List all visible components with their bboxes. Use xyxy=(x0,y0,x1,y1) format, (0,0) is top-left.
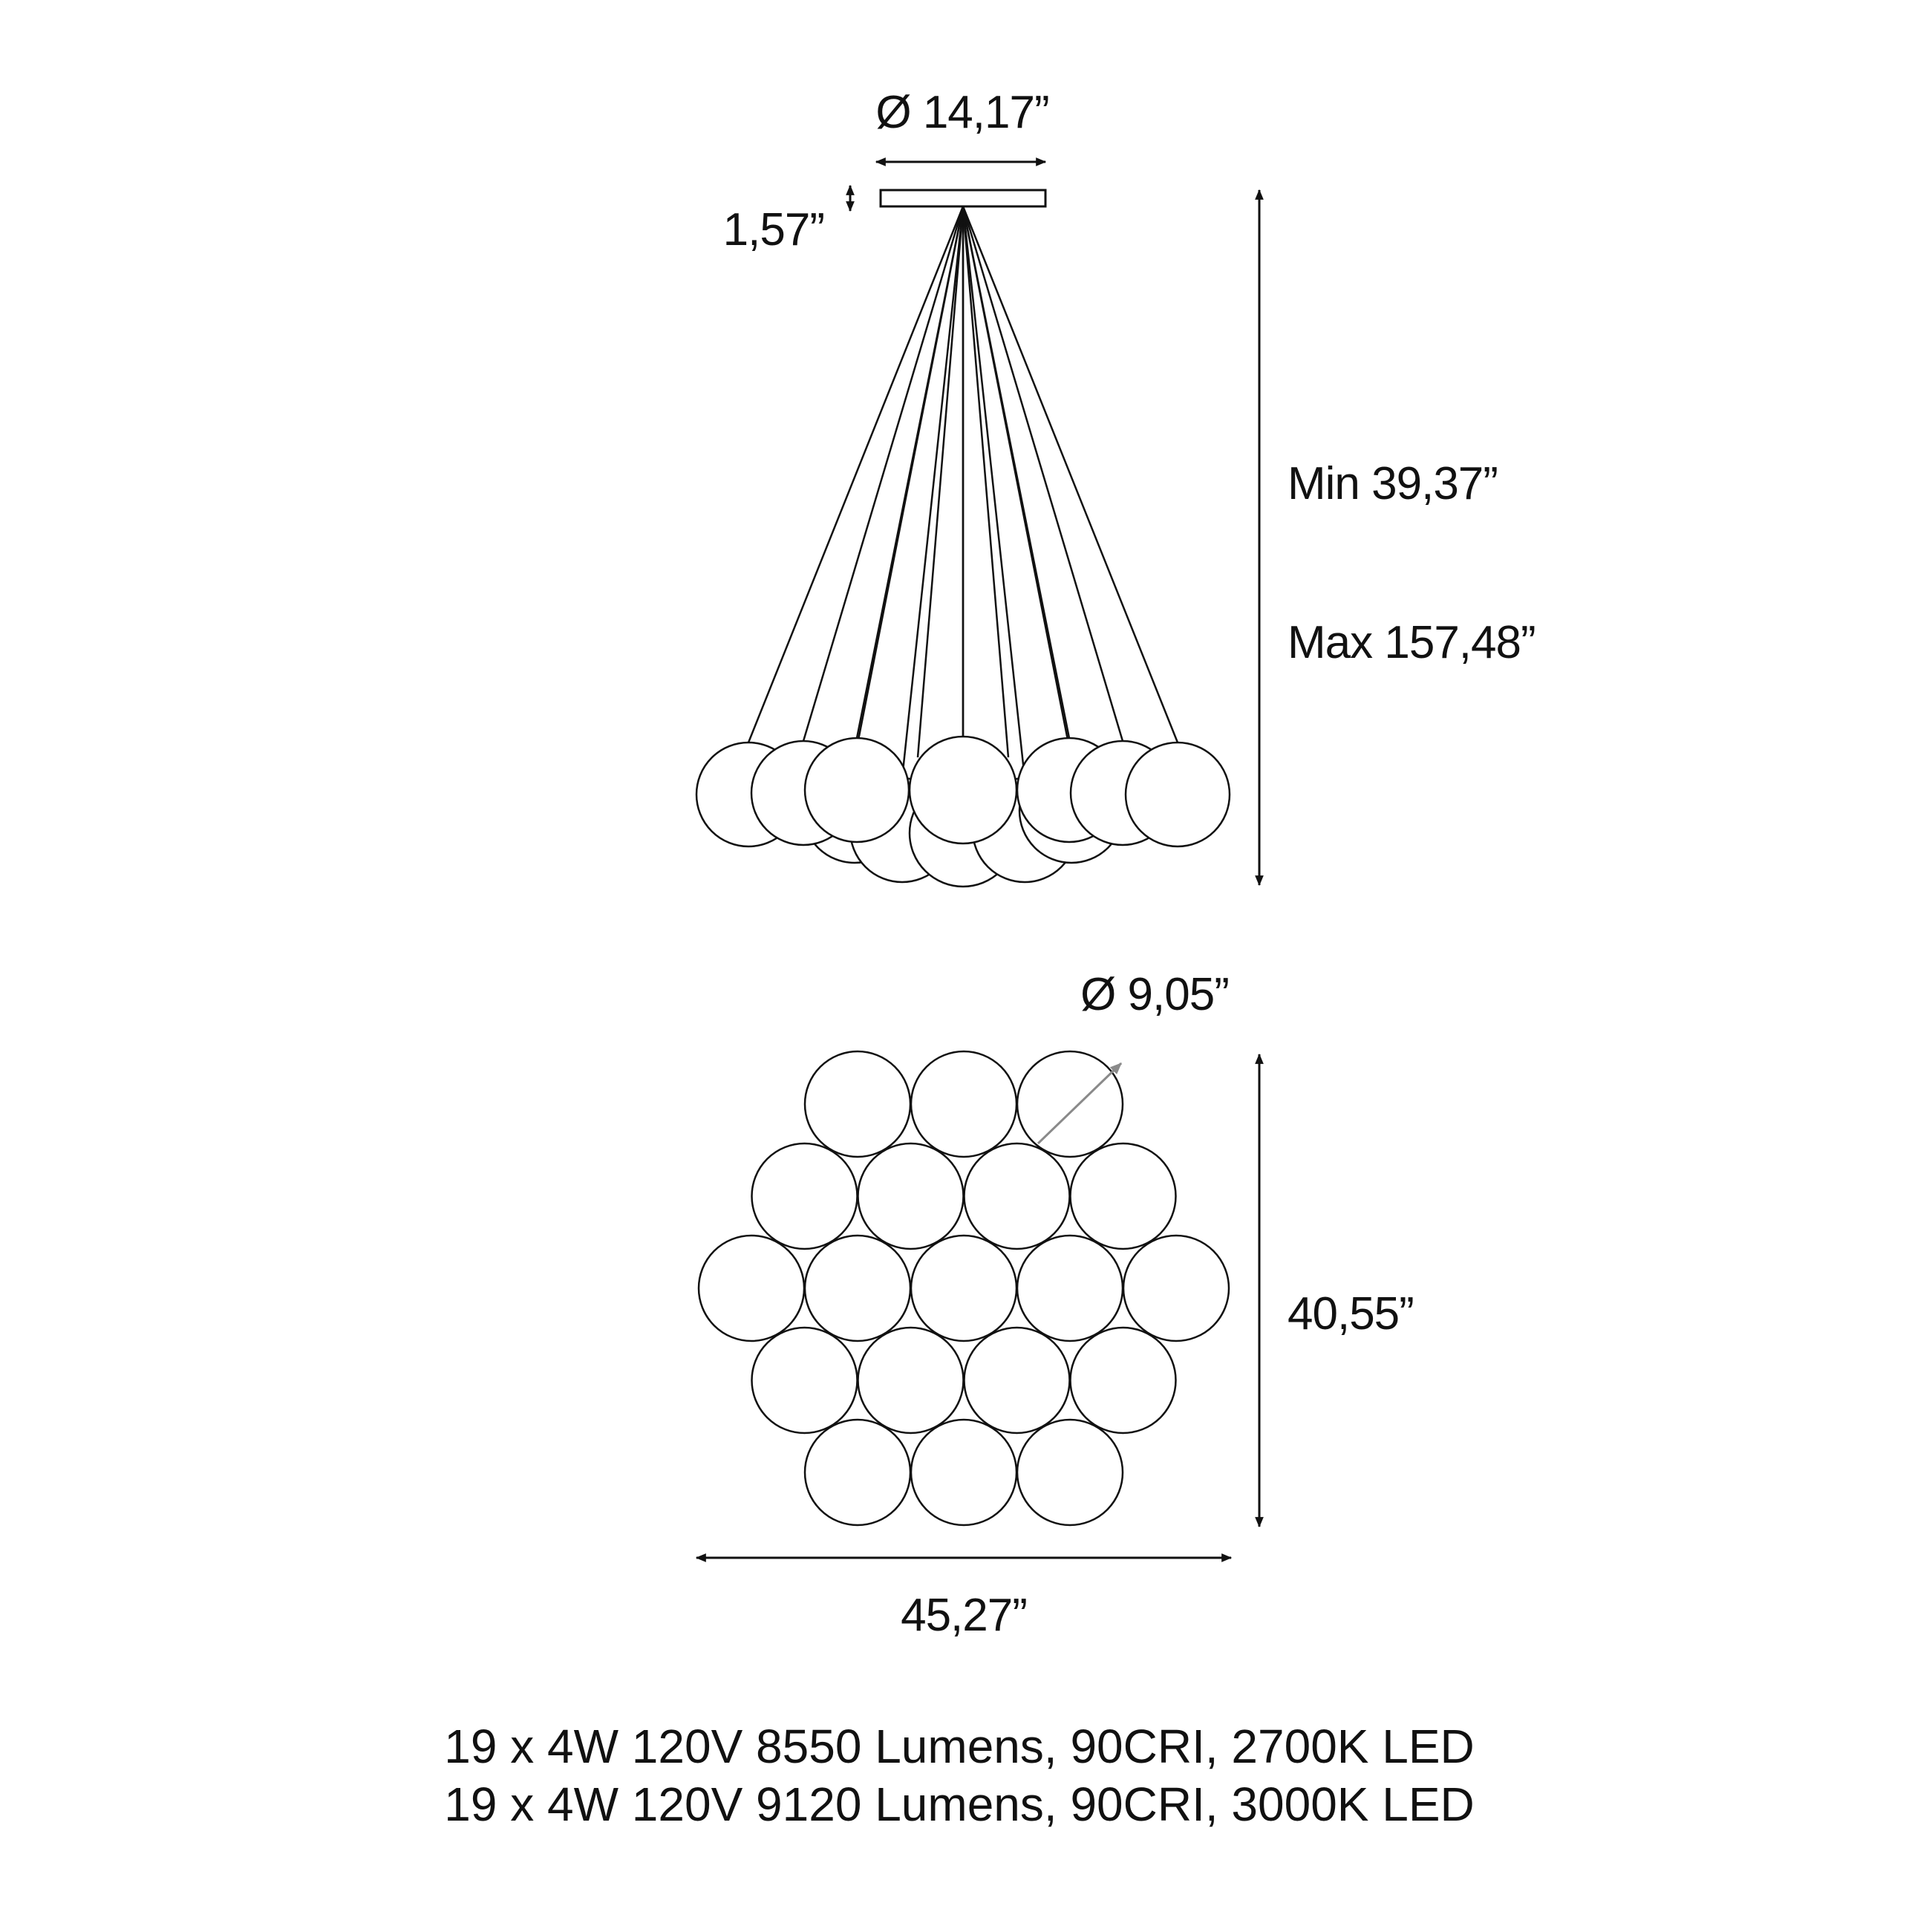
globe-top xyxy=(751,1326,858,1435)
globe-top xyxy=(803,1050,912,1158)
spec-line-3000k: 19 x 4W 120V 9120 Lumens, 90CRI, 3000K L… xyxy=(444,1778,1475,1831)
globe-top xyxy=(697,1234,806,1342)
suspension-cable xyxy=(853,206,965,760)
globe-top xyxy=(803,1234,912,1342)
globe-front xyxy=(908,735,1018,845)
globe-top xyxy=(1016,1418,1124,1527)
suspension-cable xyxy=(962,206,1073,760)
globe-top xyxy=(1016,1234,1124,1342)
globe-top xyxy=(1069,1326,1177,1435)
globe-diameter-leader xyxy=(1037,1062,1123,1145)
side-view: Ø 14,17” 1,57” Min 39,37” Max 157,48” xyxy=(695,87,1536,888)
suspension-cable xyxy=(962,206,1124,742)
globe-top xyxy=(1016,1050,1124,1158)
globe-front xyxy=(1124,741,1231,848)
suspension-cable xyxy=(962,206,1026,779)
side-globes xyxy=(695,735,1231,888)
suspension-cable xyxy=(747,206,965,743)
canopy-height-label: 1,57” xyxy=(723,204,824,255)
globe-top xyxy=(963,1142,1071,1250)
suspension-cable xyxy=(916,206,965,758)
ceiling-canopy xyxy=(879,189,1047,208)
cluster-depth-label: 40,55” xyxy=(1288,1288,1414,1339)
globe-top xyxy=(910,1418,1018,1527)
height-min-label: Min 39,37” xyxy=(1288,458,1498,509)
globe-top xyxy=(857,1326,965,1435)
globe-top xyxy=(857,1142,965,1250)
globe-diameter-label: Ø 9,05” xyxy=(1080,969,1229,1020)
globe-top xyxy=(910,1050,1018,1158)
cluster-width-label: 45,27” xyxy=(901,1590,1027,1641)
globe-top xyxy=(963,1326,1071,1435)
suspension-cable xyxy=(962,206,1010,758)
spec-line-2700k: 19 x 4W 120V 8550 Lumens, 90CRI, 2700K L… xyxy=(444,1720,1475,1773)
canopy-diameter-label: Ø 14,17” xyxy=(875,87,1048,138)
globe-top xyxy=(1122,1234,1230,1342)
suspension-cables xyxy=(747,206,1179,780)
top-view: Ø 9,05” 40,55” 45,27” xyxy=(695,969,1414,1641)
suspension-cable xyxy=(802,206,965,742)
globe-front xyxy=(803,737,910,843)
suspension-cable xyxy=(901,206,965,779)
globe-top xyxy=(803,1418,912,1527)
suspension-cable xyxy=(962,206,1179,743)
height-max-label: Max 157,48” xyxy=(1288,617,1536,668)
globe-top xyxy=(910,1234,1018,1342)
top-globes xyxy=(697,1050,1230,1527)
globe-top xyxy=(1069,1142,1177,1250)
globe-top xyxy=(751,1142,858,1250)
